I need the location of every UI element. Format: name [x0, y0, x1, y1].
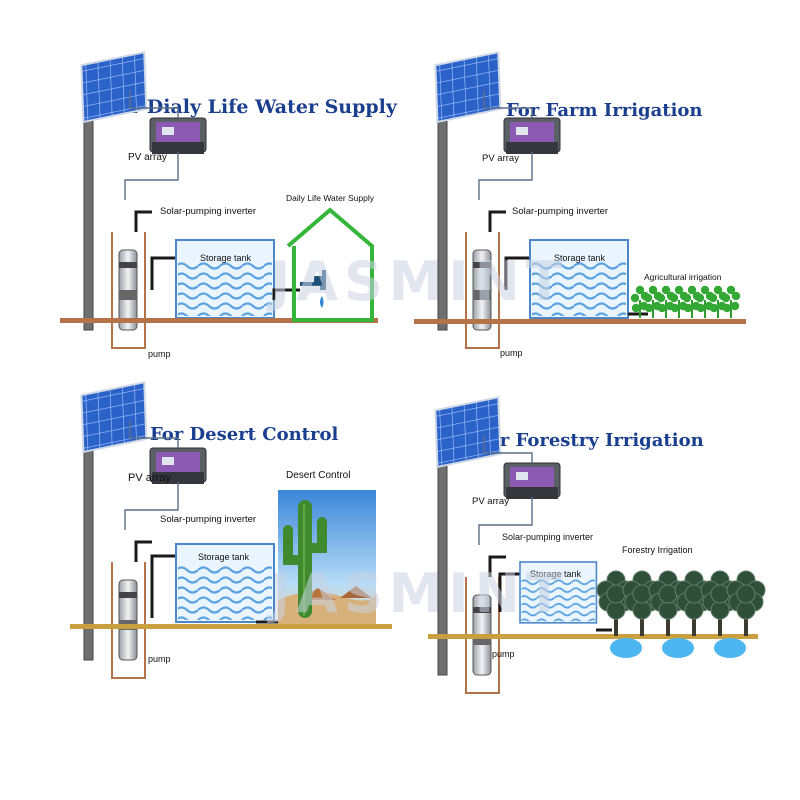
tank-label: Storage tank	[198, 552, 250, 562]
use-label: Forestry Irrigation	[622, 545, 693, 555]
panel-title: For Desert Control	[150, 424, 338, 445]
inverter-label: Solar-pumping inverter	[502, 532, 593, 542]
use-label: Desert Control	[286, 470, 350, 481]
pv-array-label: PV array	[128, 472, 171, 484]
crop-plant	[656, 285, 676, 318]
ground-line	[428, 634, 758, 639]
tree	[726, 570, 766, 636]
tank-label: Storage tank	[200, 253, 252, 263]
pump-label: pump	[492, 649, 515, 659]
pump-label: pump	[148, 349, 171, 359]
pipe	[150, 554, 178, 618]
inverter-label: Solar-pumping inverter	[160, 514, 256, 525]
use-label: Agricultural irrigation	[644, 272, 722, 282]
cactus-scene-icon	[278, 490, 376, 624]
pipe	[504, 256, 532, 290]
pipe	[272, 288, 300, 300]
panel-farm-irrigation: For Farm Irrigation PV array Solar-pumpi…	[414, 50, 746, 358]
crop-plant	[721, 285, 741, 318]
pv-array-label: PV array	[472, 496, 509, 507]
panel-title: For Farm Irrigation	[506, 100, 703, 121]
crop-plant	[695, 285, 715, 318]
panel-desert-control: For Desert Control PV array Solar-pumpin…	[70, 380, 392, 680]
crop-plant	[682, 285, 702, 318]
panel-title: For Forestry Irrigation	[476, 430, 704, 451]
trees-icon	[596, 570, 766, 658]
ground-line	[60, 318, 378, 323]
ground-line	[70, 624, 392, 629]
crop-plant	[708, 285, 728, 318]
storage-tank-icon	[175, 239, 275, 319]
tank-label: Storage tank	[530, 569, 582, 579]
crop-plant	[669, 285, 689, 318]
pump-label: pump	[500, 348, 523, 358]
crops-icon	[630, 285, 741, 318]
pipe	[498, 572, 522, 612]
use-label: Daily Life Water Supply	[286, 193, 375, 203]
panel-title: For Dialy Life Water Supply	[105, 96, 398, 118]
inverter-label: Solar-pumping inverter	[512, 206, 608, 217]
pv-array-label: PV array	[128, 152, 167, 163]
watermark: JASMINT	[266, 562, 569, 625]
tank-label: Storage tank	[554, 253, 606, 263]
panel-forestry-irrigation: For Forestry Irrigation PV array Solar-p…	[428, 395, 766, 695]
tree	[596, 570, 642, 658]
panel-daily-life: For Dialy Life Water Supply PV array Sol…	[60, 50, 398, 359]
watermark: JASMINT	[266, 250, 569, 313]
pipe	[150, 256, 178, 290]
house-faucet-icon	[286, 207, 374, 322]
inverter-label: Solar-pumping inverter	[160, 206, 256, 217]
pv-array-label: PV array	[482, 153, 519, 164]
pump-label: pump	[148, 654, 171, 664]
ground-line	[414, 319, 746, 324]
